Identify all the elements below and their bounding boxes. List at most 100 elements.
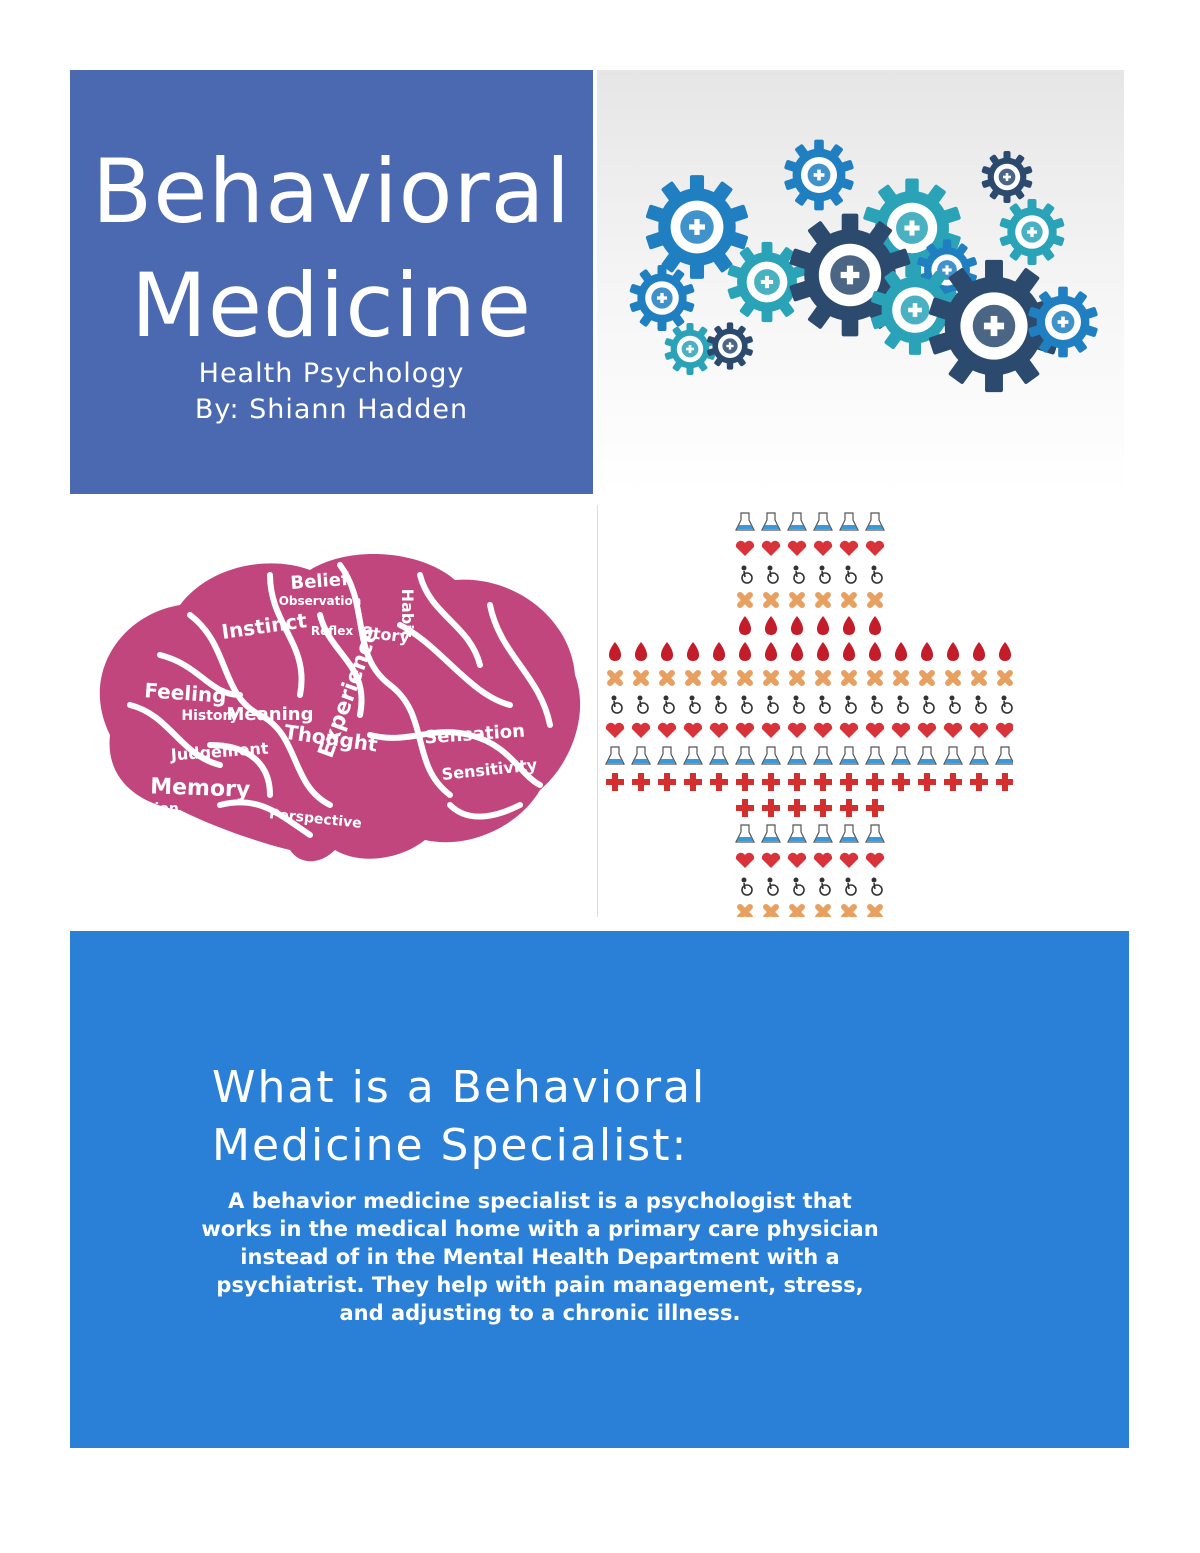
medical-symbol-icon <box>815 592 831 608</box>
medical-symbol-icon <box>815 670 831 686</box>
medical-symbol-icon <box>946 642 960 661</box>
medical-symbol-icon <box>867 592 883 608</box>
medical-symbol-icon <box>945 670 961 686</box>
author: By: Shiann Hadden <box>194 394 469 425</box>
medical-symbol-icon <box>789 904 805 917</box>
medical-symbol-icon <box>633 670 649 686</box>
medical-symbol-icon <box>894 642 908 661</box>
medical-symbol-icon <box>634 642 648 661</box>
medical-symbol-icon <box>813 746 833 765</box>
gear-icon <box>1028 286 1098 358</box>
medical-symbol-icon <box>788 773 806 791</box>
brain-word: Reflex <box>311 624 353 638</box>
gear-icon <box>784 139 854 211</box>
medical-symbol-icon <box>763 592 779 608</box>
medical-symbol-icon <box>868 642 882 661</box>
medical-symbol-icon <box>998 642 1012 661</box>
medical-symbol-icon <box>787 722 807 738</box>
medical-symbol-icon <box>917 722 937 738</box>
medical-symbol-icon <box>762 799 780 817</box>
medical-symbol-icon <box>711 670 727 686</box>
medical-symbol-icon <box>737 904 753 917</box>
medical-symbol-icon <box>683 722 703 738</box>
brain-word: History <box>181 708 238 724</box>
medical-symbol-icon <box>608 642 622 661</box>
medical-symbol-icon <box>866 799 884 817</box>
medical-symbol-icon <box>735 746 755 765</box>
medical-symbol-icon <box>866 773 884 791</box>
info-body: A behavior medicine specialist is a psyc… <box>201 1189 879 1325</box>
medical-symbol-icon <box>657 722 677 738</box>
medical-symbol-icon <box>813 540 833 556</box>
medical-symbol-icon <box>790 616 804 635</box>
medical-symbol-icon <box>845 877 857 896</box>
medical-symbol-icon <box>741 695 753 714</box>
title-line-1: Behavioral <box>91 140 572 243</box>
title-line-2: Medicine <box>130 254 533 357</box>
medical-symbol-icon <box>865 722 885 738</box>
medical-symbol-icon <box>735 722 755 738</box>
info-panel: What is a Behavioral Medicine Specialist… <box>70 931 1129 1448</box>
medical-symbol-icon <box>841 904 857 917</box>
medical-symbol-icon <box>631 746 651 765</box>
medical-symbol-icon <box>738 642 752 661</box>
medical-symbol-icon <box>839 852 859 868</box>
medical-symbol-icon <box>660 642 674 661</box>
medical-symbol-icon <box>970 773 988 791</box>
medical-symbol-icon <box>787 540 807 556</box>
subtitle: Health Psychology <box>198 358 465 389</box>
medical-symbol-icon <box>762 773 780 791</box>
medical-symbol-icon <box>787 824 807 843</box>
medical-symbol-icon <box>611 695 623 714</box>
medical-symbol-icon <box>865 852 885 868</box>
medical-symbol-icon <box>842 642 856 661</box>
medical-symbol-icon <box>839 512 859 531</box>
brain-word: Feeling <box>144 678 228 708</box>
brain-word: Observation <box>279 594 362 608</box>
medical-symbol-icon <box>816 642 830 661</box>
medical-symbol-icon <box>841 670 857 686</box>
medical-symbol-icon <box>683 746 703 765</box>
medical-symbol-icon <box>761 746 781 765</box>
medical-symbol-icon <box>735 824 755 843</box>
medical-symbol-icon <box>995 746 1013 765</box>
medical-symbol-icon <box>787 746 807 765</box>
medical-symbol-icon <box>814 773 832 791</box>
medical-symbol-icon <box>741 565 753 584</box>
medical-symbol-icon <box>819 877 831 896</box>
medical-symbol-icon <box>839 722 859 738</box>
medical-symbol-icon <box>689 695 701 714</box>
medical-symbol-icon <box>659 670 675 686</box>
medical-symbol-icon <box>712 642 726 661</box>
medical-symbol-icon <box>893 670 909 686</box>
medical-symbol-icon <box>663 695 675 714</box>
medical-symbol-icon <box>736 799 754 817</box>
medical-symbol-icon <box>788 799 806 817</box>
medical-symbol-icon <box>761 824 781 843</box>
medical-symbol-icon <box>944 773 962 791</box>
medical-symbol-icon <box>819 565 831 584</box>
medical-symbol-icon <box>917 746 937 765</box>
medical-symbol-icon <box>867 670 883 686</box>
medical-symbol-icon <box>971 670 987 686</box>
medical-symbol-icon <box>607 670 623 686</box>
medical-symbol-icon <box>969 746 989 765</box>
medical-symbol-icon <box>845 695 857 714</box>
medical-symbol-icon <box>605 746 625 765</box>
medical-symbol-icon <box>735 512 755 531</box>
info-heading-line-1: What is a Behavioral <box>212 1062 707 1113</box>
medical-symbol-icon <box>919 670 935 686</box>
medical-symbol-icon <box>761 512 781 531</box>
medical-symbol-icon <box>793 565 805 584</box>
medical-symbol-icon <box>737 592 753 608</box>
medical-symbol-icon <box>637 695 649 714</box>
medical-symbol-icon <box>840 773 858 791</box>
medical-symbol-icon <box>997 670 1013 686</box>
medical-symbol-icon <box>1001 695 1013 714</box>
medical-symbol-icon <box>943 722 963 738</box>
medical-symbol-icon <box>923 695 935 714</box>
medical-symbol-icon <box>949 695 961 714</box>
medical-symbol-icon <box>813 852 833 868</box>
medical-symbol-icon <box>764 642 778 661</box>
medical-symbol-icon <box>761 540 781 556</box>
